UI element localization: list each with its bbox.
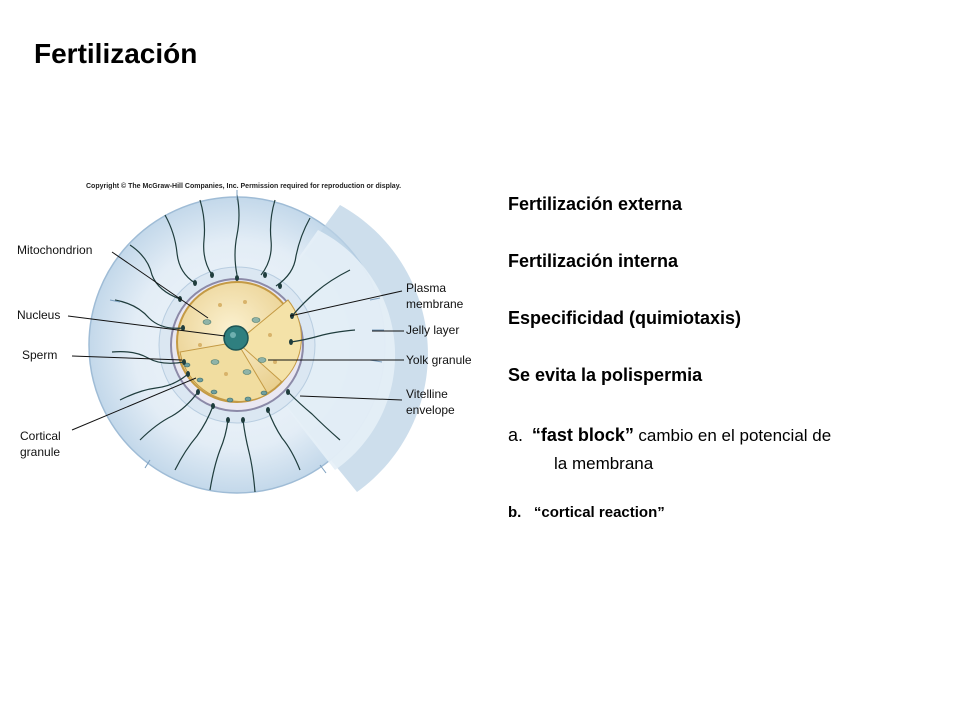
point-fast-block: a. “fast block” cambio en el potencial d…: [508, 425, 831, 446]
point-external-fertilization: Fertilización externa: [508, 194, 683, 214]
point-cortical-reaction: b. “cortical reaction”: [508, 504, 665, 521]
point-polyspermy: Se evita la polispermia: [508, 365, 703, 385]
label-cortical-granule-1: Cortical: [20, 429, 61, 443]
nucleus: [223, 325, 249, 351]
yolk-granules: [198, 300, 277, 376]
point-specificity: Especificidad (quimiotaxis): [508, 308, 742, 328]
label-plasma-membrane-2: membrane: [406, 297, 464, 311]
fast-block-text: cambio en el potencial de: [638, 426, 832, 445]
leader-lines: [67, 251, 404, 431]
slide-title: Fertilización: [34, 38, 198, 69]
cell-cut-face: [236, 299, 302, 383]
copyright-notice: Copyright © The McGraw-Hill Companies, I…: [86, 183, 402, 190]
list-marker-b: b.: [508, 504, 522, 521]
label-mitochondrion: Mitochondrion: [17, 243, 93, 257]
mitochondria: [202, 317, 267, 375]
cortical-reaction-text: “cortical reaction”: [533, 504, 665, 521]
sperm-group: [111, 194, 356, 493]
label-jelly-layer: Jelly layer: [406, 323, 460, 337]
label-yolk-granule: Yolk granule: [406, 353, 472, 367]
label-vitelline-envelope-1: Vitelline: [406, 387, 448, 401]
fast-block-text-cont: la membrana: [554, 454, 654, 473]
fast-block-keyword: “fast block”: [531, 425, 634, 445]
sperm-heads: [178, 272, 294, 423]
label-sperm: Sperm: [22, 348, 58, 362]
label-cortical-granule-2: granule: [20, 445, 61, 459]
point-internal-fertilization: Fertilización interna: [508, 251, 679, 271]
label-vitelline-envelope-2: envelope: [406, 403, 455, 417]
list-marker-a: a.: [508, 425, 524, 445]
label-plasma-membrane-1: Plasma: [406, 281, 447, 295]
label-nucleus: Nucleus: [17, 308, 61, 322]
